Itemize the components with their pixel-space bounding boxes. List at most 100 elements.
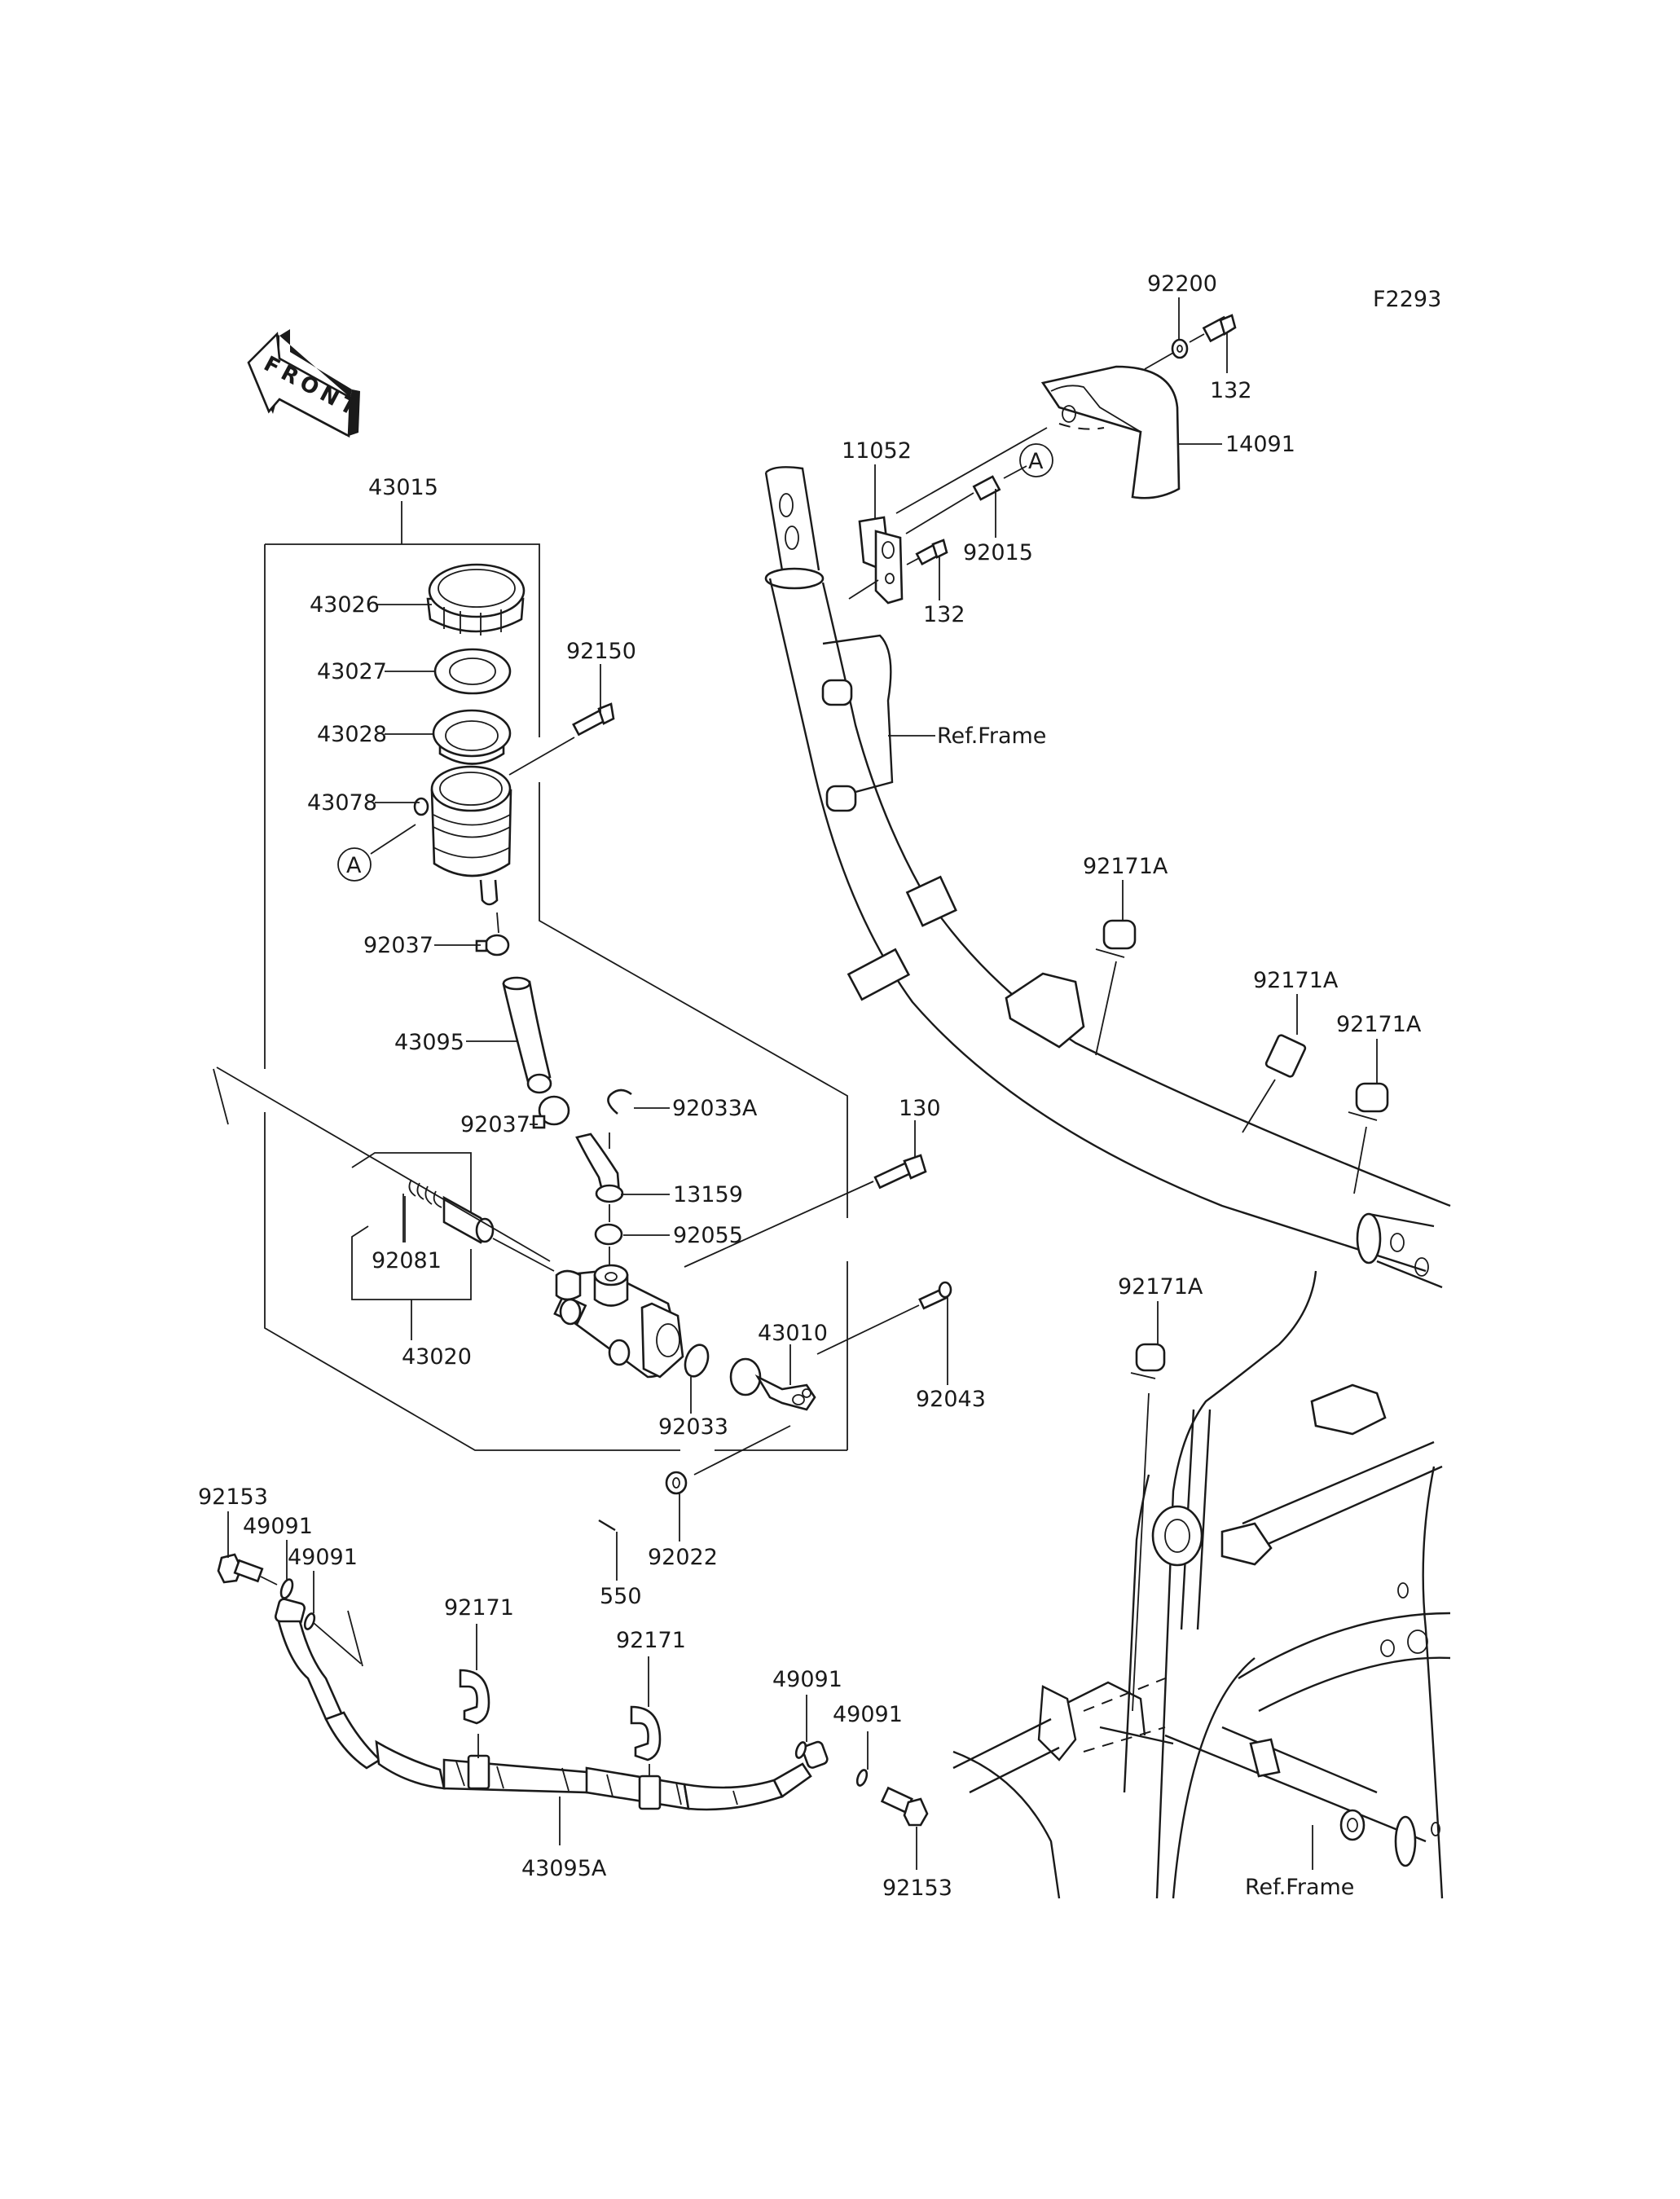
callout-49091-c: 49091 xyxy=(772,1667,842,1742)
gasket-49091-a-part xyxy=(279,1578,294,1599)
callout-ref-frame-upper: Ref.Frame xyxy=(888,723,1046,749)
banjo-bolt-92153-left-part xyxy=(217,1553,278,1585)
callout-92055: 92055 xyxy=(623,1223,743,1248)
svg-text:14091: 14091 xyxy=(1225,432,1295,457)
svg-text:43010: 43010 xyxy=(758,1321,828,1346)
callout-13159: 13159 xyxy=(621,1182,743,1207)
ref-circle-a-left: A xyxy=(337,824,416,882)
callout-132-top: 132 xyxy=(1210,332,1252,403)
figure-code: F2293 xyxy=(1373,287,1441,312)
svg-text:92037: 92037 xyxy=(363,933,433,958)
master-cylinder-body-part xyxy=(553,1264,684,1379)
svg-text:132: 132 xyxy=(1210,378,1252,403)
svg-text:92171: 92171 xyxy=(444,1595,514,1621)
svg-text:550: 550 xyxy=(600,1584,642,1609)
ref-circle-a-upper: A xyxy=(1019,443,1053,477)
clamp-92171-b-part xyxy=(630,1705,662,1776)
callout-11052: 11052 xyxy=(842,438,912,520)
svg-text:92033: 92033 xyxy=(658,1414,728,1440)
svg-text:13159: 13159 xyxy=(673,1182,743,1207)
svg-text:92153: 92153 xyxy=(882,1876,952,1901)
callout-92200: 92200 xyxy=(1147,271,1217,341)
cotter-pin-550-part xyxy=(598,1519,616,1532)
assembly-axis-line xyxy=(216,1067,551,1262)
svg-text:43078: 43078 xyxy=(307,790,377,816)
cover-14091-part xyxy=(1040,365,1181,499)
callout-ref-frame-lower: Ref.Frame xyxy=(1245,1825,1354,1900)
piston-kit-43020-part xyxy=(351,1152,495,1340)
diaphragm-43028-part xyxy=(432,709,512,765)
svg-text:92015: 92015 xyxy=(963,540,1033,565)
callout-130: 130 xyxy=(899,1096,941,1157)
svg-text:92055: 92055 xyxy=(673,1223,743,1248)
gasket-49091-b-part xyxy=(303,1610,363,1667)
front-arrow-icon: FRONT xyxy=(247,329,364,438)
svg-text:92043: 92043 xyxy=(916,1387,986,1412)
frame-upper xyxy=(764,466,1451,1289)
callout-43010: 43010 xyxy=(758,1321,828,1385)
gasket-49091-c-part xyxy=(794,1741,807,1759)
assembly-axis-line-2 xyxy=(492,1238,555,1272)
svg-text:43027: 43027 xyxy=(317,659,387,684)
washer-92022-part xyxy=(665,1425,791,1495)
brake-hose-43095A-part xyxy=(274,1598,829,1811)
clamp-92171A-d-part: 92171A xyxy=(1118,1274,1203,1712)
callout-92043: 92043 xyxy=(916,1295,986,1412)
svg-text:Ref.Frame: Ref.Frame xyxy=(1245,1875,1354,1900)
callout-43026: 43026 xyxy=(310,592,432,618)
callout-92171A-a: 92171A xyxy=(1083,854,1168,879)
svg-text:92200: 92200 xyxy=(1147,271,1217,297)
callout-14091: 14091 xyxy=(1179,432,1295,457)
bolt-132-mid-part xyxy=(906,539,948,566)
svg-text:92150: 92150 xyxy=(566,639,636,664)
svg-text:92081: 92081 xyxy=(372,1248,442,1273)
callout-92033A: 92033A xyxy=(634,1096,758,1121)
svg-text:A: A xyxy=(1028,449,1044,474)
fitting-13159-part xyxy=(575,1132,624,1203)
clamp-92037-lower-part xyxy=(532,1095,570,1129)
bolt-130-part xyxy=(684,1154,927,1268)
svg-text:92037: 92037 xyxy=(460,1112,530,1137)
callout-43095: 43095 xyxy=(394,1030,517,1055)
assembly-43015-bracket: 43015 xyxy=(264,475,848,1451)
washer-92200-part xyxy=(1144,338,1189,370)
svg-text:43095: 43095 xyxy=(394,1030,464,1055)
svg-text:92033A: 92033A xyxy=(672,1096,758,1121)
callout-550: 550 xyxy=(600,1532,642,1609)
pin-92043-part xyxy=(816,1281,952,1355)
callout-43027: 43027 xyxy=(317,659,434,684)
oring-92055-part xyxy=(594,1204,623,1271)
frame-lower xyxy=(952,1270,1451,1899)
reservoir-43078-part xyxy=(413,765,512,906)
callout-92171A-b: 92171A xyxy=(1253,968,1339,993)
svg-text:130: 130 xyxy=(899,1096,941,1121)
plate-43027-part xyxy=(433,648,512,695)
cap-43026-part xyxy=(426,563,526,636)
gasket-49091-d-part xyxy=(855,1769,869,1787)
callout-92171A-d: 92171A xyxy=(1118,1274,1203,1300)
svg-text:Ref.Frame: Ref.Frame xyxy=(937,723,1046,749)
svg-text:43095A: 43095A xyxy=(521,1856,607,1881)
callout-92081: 92081 xyxy=(372,1196,442,1273)
callout-49091-d: 49091 xyxy=(833,1702,903,1770)
callout-92033: 92033 xyxy=(658,1377,728,1440)
svg-text:11052: 11052 xyxy=(842,438,912,464)
callout-92037-upper: 92037 xyxy=(363,933,481,958)
callout-43028: 43028 xyxy=(317,722,433,747)
callout-49091-a: 49091 xyxy=(243,1514,313,1581)
bolt-132-top-part xyxy=(1189,314,1237,343)
hose-43095-part xyxy=(502,976,552,1094)
callout-92015: 92015 xyxy=(963,489,1033,565)
callout-92171-b: 92171 xyxy=(616,1628,686,1707)
callout-43095A: 43095A xyxy=(521,1797,607,1881)
svg-text:43026: 43026 xyxy=(310,592,380,618)
callout-49091-b: 49091 xyxy=(288,1545,358,1613)
svg-text:43020: 43020 xyxy=(402,1344,472,1370)
bolt-92150-part xyxy=(508,702,615,776)
clamp-92171A-b-part: 92171A xyxy=(1242,968,1339,1133)
pushrod-43010-part xyxy=(729,1357,816,1411)
callout-92153-right: 92153 xyxy=(882,1827,952,1901)
svg-text:A: A xyxy=(346,853,362,878)
callout-43078: 43078 xyxy=(307,790,420,816)
